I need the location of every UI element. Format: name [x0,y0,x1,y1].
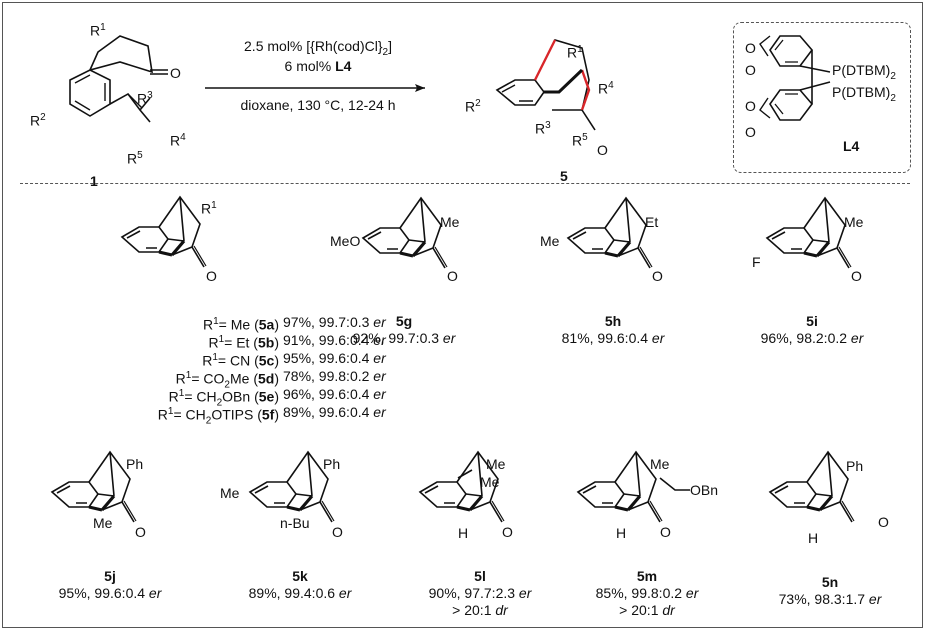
r1-row: R1= Me (5a) [202,316,279,333]
r1-row: R1= CH2OTIPS (5f) [157,406,279,427]
ligand-label: L4 [843,138,860,154]
condition-solvent: dioxane, 130 °C, 12-24 h [240,97,396,113]
structure-5a [120,195,208,269]
atom-r5-start: R5 [127,150,143,167]
ligand-o3: O [745,98,756,114]
result-5h: 81%, 99.6:0.4 er [561,330,665,346]
atom-ph-5k: Ph [323,456,341,472]
result-5m: 85%, 99.8:0.2 er [595,585,699,601]
r1-row: R1= CO2Me (5d) [175,370,279,391]
atom-r2-start: R2 [30,112,46,129]
atom-me-5j: Me [93,515,113,531]
atom-me-ring-5k: Me [220,485,240,501]
atom-et-5h: Et [645,214,659,230]
section-divider [20,183,910,184]
atom-o-product: O [597,142,608,158]
atom-ph-5n: Ph [846,458,864,474]
atom-o-5g: O [447,268,458,284]
atom-o-5l: O [502,524,513,540]
r1-row-result: 97%, 99.7:0.3 er [283,314,386,330]
ligand-box [733,22,911,173]
atom-nbu-5k: n-Bu [280,515,310,531]
r1-row: R1= CH2OBn (5e) [168,388,279,409]
product-label: 5 [560,168,568,184]
atom-r4-start: R4 [170,132,186,149]
structure-5i [765,196,853,270]
atom-o-5n: O [878,514,889,530]
structure-5n [768,450,856,524]
code-5m: 5m [636,568,658,584]
product-structure [495,39,596,131]
result-5g: 92%, 99.7:0.3 er [352,330,456,346]
dr-5m: > 20:1 dr [619,602,675,618]
structure-5h [566,196,654,270]
atom-o-5h: O [652,268,663,284]
condition-catalyst: 2.5 mol% [{Rh(cod)Cl}2] [244,38,392,58]
atom-r1-product: R1 [567,44,583,61]
code-5h: 5h [604,313,622,329]
atom-r5-product: R5 [572,132,588,149]
result-5j: 95%, 99.6:0.4 er [58,585,162,601]
ligand-group-bottom: P(DTBM)2 [832,84,896,104]
atom-h-5m: H [616,525,627,541]
atom-o-5m: O [660,524,671,540]
atom-f-5i: F [752,254,761,270]
result-5k: 89%, 99.4:0.6 er [248,585,352,601]
atom-me-5i: Me [844,214,864,230]
r1-row-result: 89%, 99.6:0.4 er [283,404,386,420]
structure-5k [248,450,336,524]
result-5i: 96%, 98.2:0.2 er [760,330,864,346]
ligand-o1: O [745,40,756,56]
atom-h-5l: H [458,525,469,541]
r1-row-result: 95%, 99.6:0.4 er [283,350,386,366]
atom-me-side-5l: Me [480,474,500,490]
atom-ph-5j: Ph [126,456,144,472]
atom-me-ring-5h: Me [540,233,560,249]
r1-row: R1= CN (5c) [202,352,279,369]
atom-obn-5m: OBn [690,482,719,498]
atom-r3-product: R3 [535,120,551,137]
atom-meo-5g: MeO [330,233,361,249]
code-5n: 5n [821,574,839,590]
r1-row: R1= Et (5b) [208,334,279,351]
dr-5l: > 20:1 dr [452,602,508,618]
structure-5j [50,450,138,524]
result-5n: 73%, 98.3:1.7 er [778,591,882,607]
atom-o-5j: O [135,524,146,540]
atom-o-start: O [170,65,181,81]
r1-row-result: 78%, 99.8:0.2 er [283,368,386,384]
r1-row-result: 96%, 99.6:0.4 er [283,386,386,402]
atom-o-5i: O [851,268,862,284]
code-5j: 5j [104,568,116,584]
atom-r4-product: R4 [598,80,614,97]
atom-me-5m: Me [650,456,670,472]
atom-h-5n: H [808,530,819,546]
atom-o-5a: O [206,268,217,284]
atom-me-top-5l: Me [486,456,506,472]
ligand-o2: O [745,62,756,78]
ligand-structure [759,35,831,121]
atom-r1-5a: R1 [201,200,217,217]
ligand-group-top: P(DTBM)2 [832,62,896,82]
start-material-structure [69,35,168,123]
ligand-o4: O [745,124,756,140]
condition-ligand: 6 mol% L4 [284,58,352,74]
result-5l: 90%, 97.7:2.3 er [428,585,532,601]
r1-row-result: 91%, 99.6:0.4 er [283,332,386,348]
code-5l: 5l [474,568,486,584]
code-5k: 5k [292,568,308,584]
code-5g: 5g [395,313,413,329]
structure-5g [361,196,449,270]
atom-r3-start: R3 [137,90,153,107]
code-5i: 5i [806,313,818,329]
start-label: 1 [90,173,98,189]
atom-r1-start: R1 [90,22,106,39]
atom-r2-product: R2 [465,98,481,115]
atom-o-5k: O [332,524,343,540]
atom-me-5g: Me [440,214,460,230]
